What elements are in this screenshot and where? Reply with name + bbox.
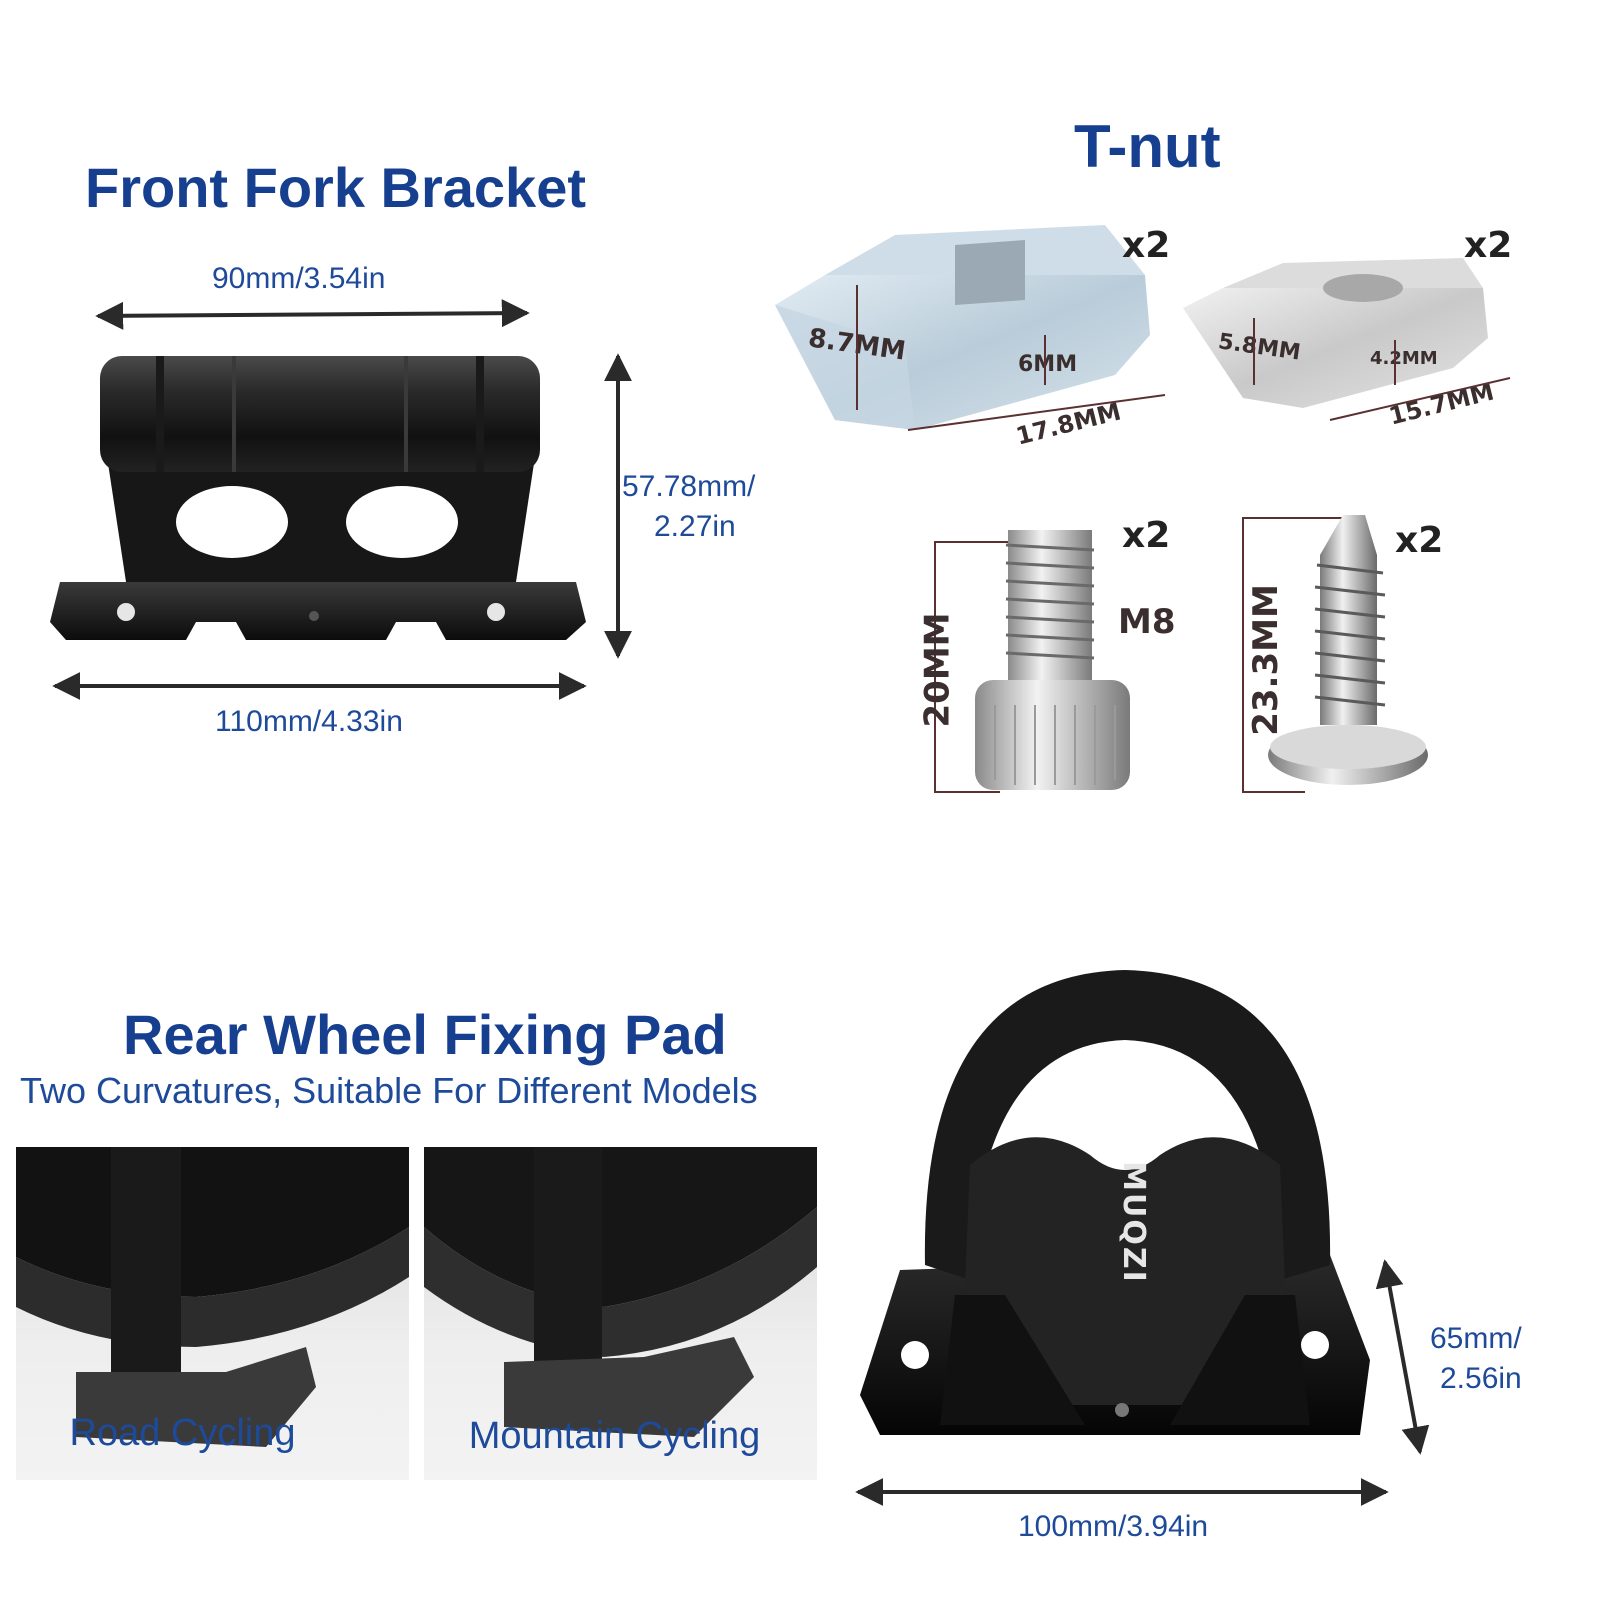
tapping-screw-image bbox=[1265, 515, 1430, 800]
screw-count: x2 bbox=[1395, 520, 1444, 561]
front-fork-height-line1: 57.78mm/ bbox=[622, 470, 756, 503]
rear-pad-dimension-arrows bbox=[855, 1259, 1430, 1506]
road-cycling-panel: Road Cycling bbox=[16, 1147, 409, 1480]
front-fork-bracket-image bbox=[46, 350, 586, 662]
width-arrow-top bbox=[52, 299, 632, 700]
rear-pad-height-line2: 2.56in bbox=[1440, 1362, 1522, 1395]
bolt-count: x2 bbox=[1122, 515, 1171, 556]
front-fork-width-bottom: 110mm/4.33in bbox=[215, 705, 403, 738]
small-tnut-image bbox=[1183, 258, 1503, 428]
road-cycling-caption: Road Cycling bbox=[69, 1412, 296, 1454]
rear-pad-subtitle: Two Curvatures, Suitable For Different M… bbox=[20, 1070, 758, 1111]
front-fork-width-top: 90mm/3.54in bbox=[212, 262, 386, 295]
tnut-dimension-lines bbox=[856, 285, 1511, 793]
mountain-cycling-caption: Mountain Cycling bbox=[468, 1415, 761, 1457]
small-tnut-count: x2 bbox=[1464, 225, 1513, 266]
large-tnut-count: x2 bbox=[1122, 225, 1171, 266]
brand-logo: MUQZI bbox=[1115, 1161, 1151, 1284]
front-fork-height-line2: 2.27in bbox=[654, 510, 736, 543]
screw-length: 23.3MM bbox=[1245, 584, 1286, 736]
rear-pad-image: MUQZI bbox=[860, 965, 1380, 1450]
rear-pad-title: Rear Wheel Fixing Pad bbox=[123, 1003, 727, 1066]
rear-pad-height-line1: 65mm/ bbox=[1430, 1322, 1522, 1355]
bolt-length: 20MM bbox=[917, 612, 958, 728]
bolt-thread-label: M8 bbox=[1118, 602, 1176, 642]
m8-bolt-image bbox=[970, 530, 1135, 800]
tnut-title: T-nut bbox=[1074, 113, 1221, 180]
mountain-cycling-panel: Mountain Cycling bbox=[424, 1147, 817, 1480]
front-fork-title: Front Fork Bracket bbox=[85, 156, 586, 219]
large-tnut-slot: 6MM bbox=[1018, 352, 1078, 377]
rear-pad-width: 100mm/3.94in bbox=[1018, 1510, 1209, 1543]
large-tnut-image bbox=[775, 225, 1175, 455]
small-tnut-slot: 4.2MM bbox=[1370, 348, 1438, 369]
